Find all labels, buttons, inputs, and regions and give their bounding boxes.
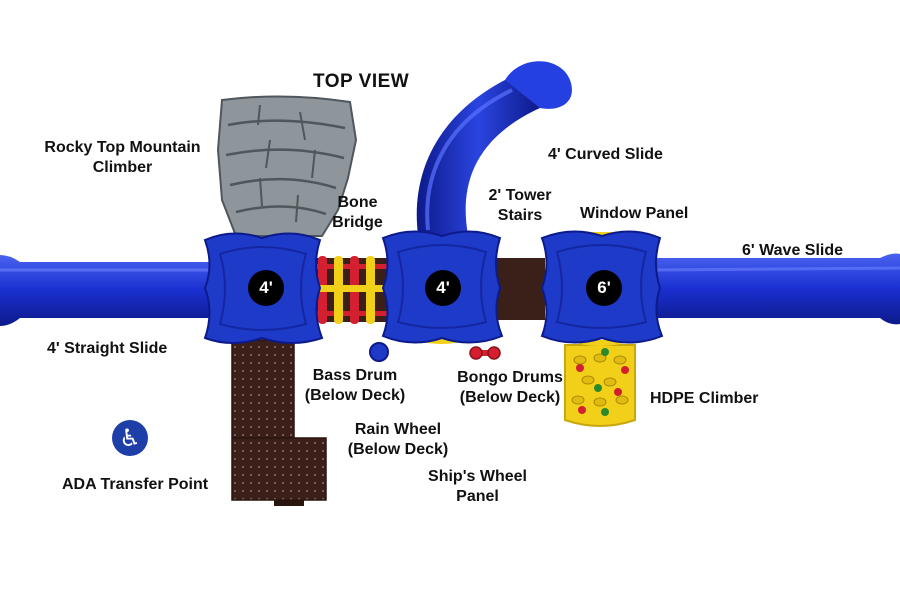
deck-height-badge-right: 6': [586, 270, 622, 306]
wave-slide: [649, 253, 900, 325]
label-line: Bone: [337, 194, 378, 211]
label-tower-stairs: 2' Tower Stairs: [480, 186, 560, 226]
bongo-drums: [469, 346, 501, 360]
label-curved-slide: 4' Curved Slide: [548, 146, 663, 163]
label-rain-wheel: Rain Wheel (Below Deck): [343, 420, 453, 460]
label-bongo-drums: Bongo Drums (Below Deck): [455, 368, 565, 408]
wheelchair-accessibility-icon: ♿: [112, 420, 148, 456]
label-line: Panel: [456, 488, 499, 505]
deck-height-badge-middle: 4': [425, 270, 461, 306]
label-line: Bongo Drums: [457, 369, 563, 386]
hdpe-climber: [564, 344, 636, 427]
bone-bridge: [310, 256, 392, 324]
label-line: Ship's Wheel: [428, 468, 527, 485]
label-wave-slide: 6' Wave Slide: [742, 242, 844, 259]
label-line: Climber: [92, 159, 153, 176]
label-bone-bridge: Bone Bridge: [325, 193, 390, 233]
bass-drum: [369, 342, 389, 362]
label-window-panel: Window Panel: [580, 205, 689, 222]
label-line: Rocky Top Mountain: [44, 139, 201, 156]
label-hdpe-climber: HDPE Climber: [650, 390, 759, 407]
deck-height-badge-left: 4': [248, 270, 284, 306]
label-line: Stairs: [497, 207, 543, 224]
under-deck-panels: [231, 339, 327, 506]
label-line: Rain Wheel: [354, 421, 442, 438]
label-straight-slide: 4' Straight Slide: [47, 340, 168, 357]
diagram-title: TOP VIEW: [313, 71, 410, 92]
label-line: Bridge: [332, 214, 383, 231]
label-rocky-top-mountain-climber: Rocky Top Mountain Climber: [40, 138, 205, 178]
label-line: (Below Deck): [347, 441, 449, 458]
label-ada-transfer-point: ADA Transfer Point: [62, 476, 209, 493]
label-line: (Below Deck): [459, 389, 561, 406]
curved-slide: [416, 61, 572, 235]
label-line: 2' Tower: [488, 187, 552, 204]
label-bass-drum: Bass Drum (Below Deck): [300, 366, 410, 406]
label-ships-wheel-panel: Ship's Wheel Panel: [420, 467, 535, 507]
straight-slide: [0, 255, 215, 326]
label-line: (Below Deck): [304, 387, 406, 404]
tower-stairs: [495, 258, 545, 320]
label-line: Bass Drum: [312, 367, 398, 384]
